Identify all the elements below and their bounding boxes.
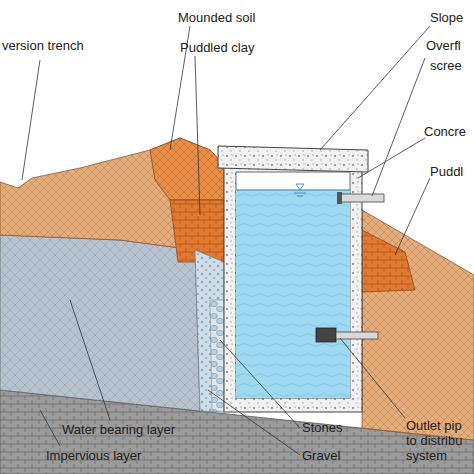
part-label: Water bearing layer [62, 422, 212, 437]
part-label: scree [430, 58, 474, 73]
part-label: Gravel [302, 448, 372, 463]
part-label: version trench [2, 38, 122, 53]
leader-lines [22, 26, 430, 455]
part-label: Concre [424, 124, 474, 139]
part-label: Puddl [430, 164, 474, 179]
part-label: Puddled clay [180, 40, 290, 55]
part-label: Slope [430, 10, 474, 25]
part-label: Outlet pip to distribu system [406, 418, 474, 463]
part-label: Overfl [426, 38, 474, 53]
part-label: Stones [302, 420, 372, 435]
part-label: Impervious layer [46, 448, 176, 463]
part-label: Mounded soil [178, 10, 288, 25]
